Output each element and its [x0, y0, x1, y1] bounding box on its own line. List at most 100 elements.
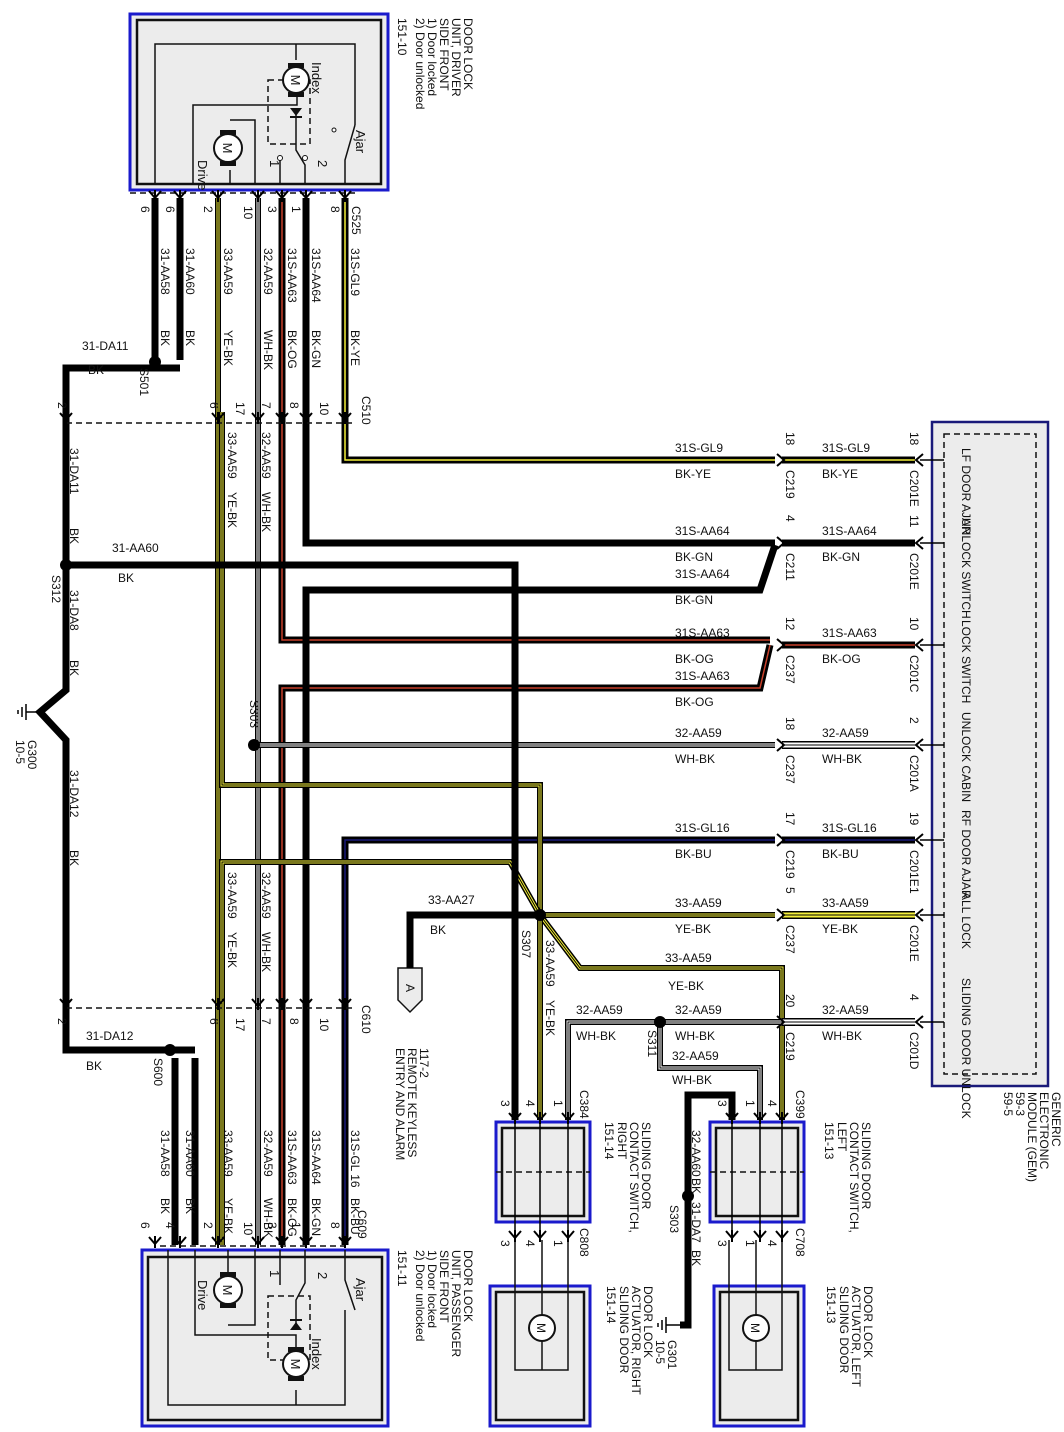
pin-number: 3 — [498, 1100, 512, 1107]
remote-keyless-title: 117-2 REMOTE KEYLESS ENTRY AND ALARM — [393, 1048, 431, 1160]
actuator-right: M DOOR LOCK ACTUATOR, RIGHT SLIDING DOOR… — [488, 1240, 655, 1428]
switch-pos-2-label: 2 — [315, 160, 330, 167]
circuit-label: 32-AA59 — [259, 872, 273, 919]
index-motor-icon: M — [282, 63, 310, 97]
color-label: WH-BK — [822, 752, 862, 766]
circuit-label: 31S-AA64 — [309, 248, 323, 303]
pin-number: 1 — [289, 206, 303, 213]
circuit-label: 31S-GL16 — [675, 821, 730, 835]
pin-number: 17 — [783, 812, 797, 826]
gem-func-unlock-cabin: UNLOCK CABIN — [959, 712, 973, 802]
splice-label: S312 — [49, 575, 63, 603]
title-line: ENTRY AND ALARM — [393, 1048, 407, 1160]
wire-31S-GL9-driver — [341, 198, 775, 464]
pin-number: 2 — [55, 402, 69, 409]
title-line: 2) Door unlocked — [413, 18, 427, 109]
circuit-label: 32-AA59 — [672, 1049, 719, 1063]
title-line: UNIT, PASSENGER — [449, 1250, 463, 1357]
diode-icon — [290, 108, 302, 118]
gem-box — [930, 420, 1050, 1088]
pin-number: 6 — [207, 402, 221, 409]
title-line: SLIDING DOOR — [617, 1286, 631, 1374]
svg-text:M: M — [288, 1359, 303, 1370]
pin-arrow-icon — [914, 833, 924, 847]
pin-arrow-icon — [338, 190, 352, 202]
color-label: BK-OG — [822, 652, 861, 666]
driver-internal-wire — [344, 124, 356, 184]
pin-number: 6 — [207, 1018, 221, 1025]
wire-31-DA12-lower — [62, 1008, 195, 1054]
color-label: YE-BK — [225, 932, 239, 968]
pin-arrow-icon — [59, 412, 73, 424]
actuator-left-inner — [718, 1290, 800, 1422]
title-line: DOOR LOCK — [861, 1286, 875, 1358]
title-line: SLIDING DOOR — [837, 1286, 851, 1374]
index-label: Index — [309, 1338, 324, 1370]
title-line: UNIT, DRIVER — [449, 18, 463, 97]
color-label: BK-YE — [822, 467, 858, 481]
connector-label: C201E — [907, 850, 921, 887]
title-line: ACTUATOR, RIGHT — [629, 1286, 643, 1396]
color-label: WH-BK — [576, 1029, 616, 1043]
splice-label: S307 — [519, 930, 533, 958]
pin-arrow-icon — [725, 1230, 739, 1242]
circuit-label: 32-AA59 — [576, 1003, 623, 1017]
title-line: 151-11 — [395, 1250, 409, 1287]
connector-C525: C525 — [349, 206, 363, 235]
ajar-contact — [331, 127, 337, 133]
index-label: Index — [309, 62, 324, 94]
pin-number: 8 — [328, 206, 342, 213]
gem-func-lf-door-ajar: LF DOOR AJAR — [959, 448, 973, 535]
circuit-label: 31-AA58 — [158, 1130, 172, 1177]
passenger-index-dashbox — [267, 1295, 311, 1361]
circuit-label: 31S-AA64 — [309, 1130, 323, 1185]
pin-arrow-icon — [275, 1236, 289, 1248]
splice-S501 — [149, 356, 161, 368]
pin-number: 1 — [551, 1240, 565, 1247]
connector-label: C219 — [783, 470, 797, 499]
actuator-right-wire — [514, 1240, 569, 1371]
color-label: YE-BK — [225, 492, 239, 528]
pin-number: 6 — [138, 206, 152, 213]
color-label: BK-GN — [675, 593, 713, 607]
title-line: 1) Door locked — [425, 1250, 439, 1328]
ajar-label: Ajar — [353, 130, 368, 154]
actuator-right-inner — [494, 1290, 586, 1422]
wire-33-AA27 — [406, 911, 540, 968]
circuit-label: 31S-GL 16 — [348, 1130, 362, 1188]
circuit-label: 31-DA12 — [67, 770, 81, 818]
pin-number: 7 — [259, 402, 273, 409]
pin-arrow-icon — [533, 1230, 547, 1242]
pin-arrow-icon — [914, 908, 924, 922]
color-label: BK — [689, 1250, 703, 1266]
pin-number: 1 — [289, 1222, 303, 1229]
circuit-label: 33-AA27 — [428, 893, 475, 907]
color-label: YE-BK — [221, 330, 235, 366]
actuator-right-title: DOOR LOCK ACTUATOR, RIGHT SLIDING DOOR 1… — [604, 1286, 655, 1396]
circuit-label: 31S-AA63 — [285, 1130, 299, 1185]
color-label: BK-GN — [822, 550, 860, 564]
pin-arrow-icon — [211, 190, 225, 202]
circuit-label: 33-AA59 — [665, 951, 712, 965]
pin-number: 6 — [163, 206, 177, 213]
pin-arrow-icon — [914, 453, 924, 467]
passenger-unit-inner — [146, 1255, 384, 1422]
wires-layer — [17, 190, 944, 1333]
circuit-label: 31-DA12 — [86, 1029, 134, 1043]
pin-number: 8 — [328, 1222, 342, 1229]
ground-label: G301 — [665, 1340, 679, 1370]
circuit-label: 33-AA59 — [221, 248, 235, 295]
circuit-label: 31-AA58 — [158, 248, 172, 295]
switch-left-title: SLIDING DOOR CONTACT SWITCH, LEFT 151-13 — [822, 1122, 873, 1233]
drive-motor-icon: M — [213, 130, 243, 166]
pin-arrow-icon — [148, 190, 162, 202]
pin-number: 20 — [783, 994, 797, 1008]
splice-S303-lower — [682, 1190, 694, 1202]
title-line: SIDE FRONT — [437, 1250, 451, 1323]
svg-text:M: M — [748, 1323, 762, 1333]
color-label: BK-OG — [285, 1198, 299, 1237]
gem-module: LF DOOR AJAR UNLOCK SWITCH LOCK SWITCH U… — [930, 420, 1063, 1182]
title-line: 151-14 — [604, 1286, 618, 1324]
circuit-label: 33-AA59 — [543, 940, 557, 987]
title-line: LEFT — [835, 1122, 849, 1152]
